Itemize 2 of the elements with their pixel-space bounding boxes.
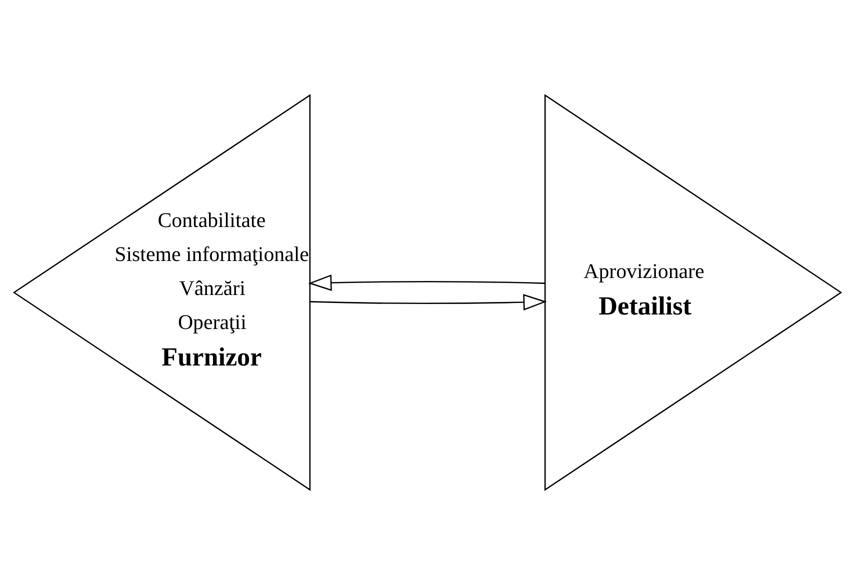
arrow	[310, 294, 547, 310]
arrow	[308, 274, 545, 291]
